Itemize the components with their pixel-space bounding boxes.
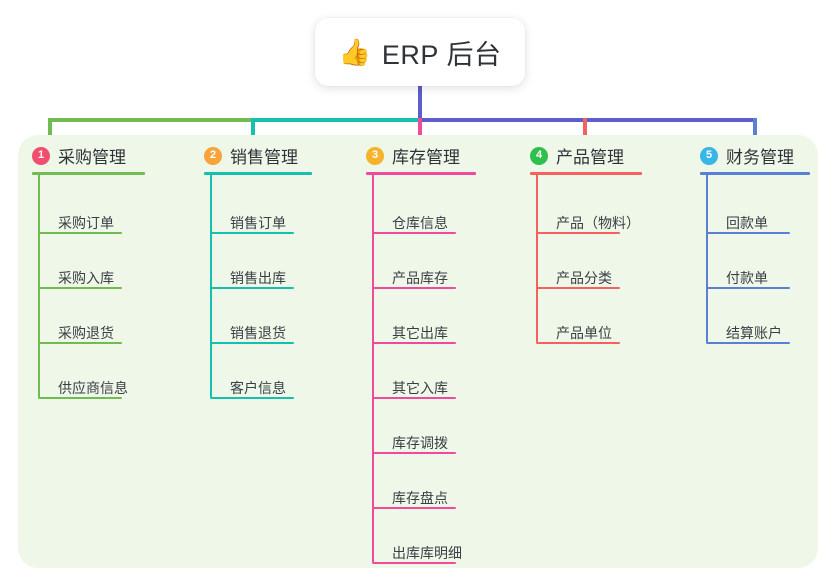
branch-spine	[706, 175, 708, 342]
leaf-item[interactable]: 其它入库	[392, 380, 448, 396]
leaf-item[interactable]: 仓库信息	[392, 215, 448, 231]
leaf-underline	[706, 232, 790, 234]
leaf-item[interactable]: 库存盘点	[392, 490, 448, 506]
branch-number-badge: 1	[32, 146, 50, 165]
leaf-item[interactable]: 回款单	[726, 215, 768, 231]
branch-header-1[interactable]: 1 采购管理	[32, 143, 126, 168]
branch-number-badge: 3	[366, 146, 384, 165]
leaf-underline	[372, 452, 456, 454]
leaf-underline	[536, 342, 620, 344]
root-title: ERP 后台	[381, 39, 502, 70]
thumbs-up-icon: 👍	[338, 37, 371, 67]
branch-header-2[interactable]: 2 销售管理	[204, 143, 298, 168]
branch-header-underline	[366, 172, 476, 175]
leaf-underline	[536, 232, 620, 234]
leaf-underline	[38, 287, 122, 289]
branch-number-badge: 2	[204, 146, 222, 165]
leaf-item[interactable]: 产品库存	[392, 270, 448, 286]
leaf-item[interactable]: 其它出库	[392, 325, 448, 341]
branch-spine	[372, 175, 374, 562]
leaf-underline	[210, 397, 294, 399]
leaf-underline	[372, 232, 456, 234]
leaf-underline	[210, 232, 294, 234]
branch-title: 销售管理	[230, 148, 298, 167]
leaf-item[interactable]: 出库库明细	[392, 545, 462, 561]
branch-header-underline	[530, 172, 642, 175]
leaf-item[interactable]: 销售订单	[230, 215, 286, 231]
leaf-item[interactable]: 采购入库	[58, 270, 114, 286]
leaf-item[interactable]: 销售退货	[230, 325, 286, 341]
leaf-item[interactable]: 采购订单	[58, 215, 114, 231]
leaf-item[interactable]: 产品分类	[556, 270, 612, 286]
leaf-item[interactable]: 产品单位	[556, 325, 612, 341]
branch-header-3[interactable]: 3 库存管理	[366, 143, 460, 168]
leaf-item[interactable]: 库存调拨	[392, 435, 448, 451]
leaf-item[interactable]: 采购退货	[58, 325, 114, 341]
leaf-underline	[38, 342, 122, 344]
leaf-underline	[706, 287, 790, 289]
branch-title: 财务管理	[726, 148, 794, 167]
branch-header-5[interactable]: 5 财务管理	[700, 143, 794, 168]
leaf-underline	[372, 342, 456, 344]
branch-number-badge: 5	[700, 146, 718, 165]
leaf-underline	[372, 287, 456, 289]
branch-header-underline	[204, 172, 312, 175]
leaf-underline	[372, 507, 456, 509]
branches-panel	[18, 135, 818, 568]
branch-header-underline	[700, 172, 810, 175]
branch-header-underline	[32, 172, 145, 175]
branch-spine	[210, 175, 212, 397]
leaf-item[interactable]: 销售出库	[230, 270, 286, 286]
branch-number-badge: 4	[530, 146, 548, 165]
leaf-item[interactable]: 客户信息	[230, 380, 286, 396]
branch-spine	[38, 175, 40, 397]
leaf-underline	[372, 397, 456, 399]
leaf-underline	[38, 232, 122, 234]
leaf-underline	[372, 562, 456, 564]
leaf-underline	[536, 287, 620, 289]
leaf-item[interactable]: 供应商信息	[58, 380, 128, 396]
leaf-underline	[38, 397, 122, 399]
branch-title: 采购管理	[58, 148, 126, 167]
leaf-item[interactable]: 产品（物料）	[556, 215, 640, 231]
leaf-underline	[210, 287, 294, 289]
leaf-underline	[210, 342, 294, 344]
branch-spine	[536, 175, 538, 342]
leaf-item[interactable]: 结算账户	[726, 325, 782, 341]
branch-title: 产品管理	[556, 148, 624, 167]
root-node[interactable]: 👍 ERP 后台	[315, 18, 525, 86]
leaf-underline	[706, 342, 790, 344]
leaf-item[interactable]: 付款单	[726, 270, 768, 286]
branch-title: 库存管理	[392, 148, 460, 167]
branch-header-4[interactable]: 4 产品管理	[530, 143, 624, 168]
